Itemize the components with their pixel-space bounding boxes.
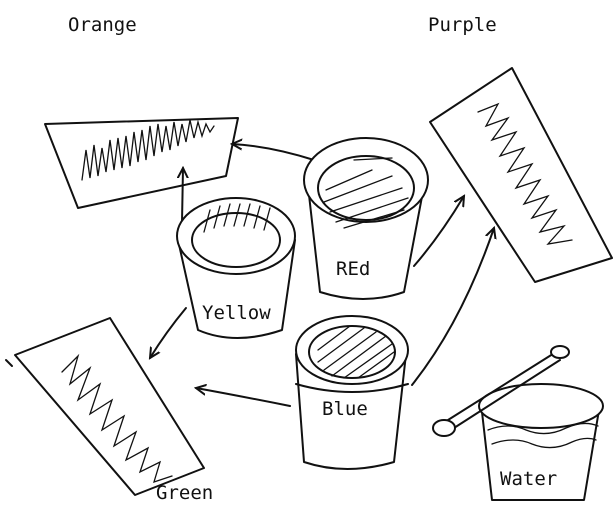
orange-label: Orange (68, 14, 137, 36)
green-tick-mark (6, 360, 12, 366)
red-label: REd (336, 258, 370, 280)
blue-label: Blue (322, 398, 368, 420)
green-paper (6, 318, 204, 495)
yellow-label: Yellow (202, 302, 271, 324)
arrow-red-to-orange (232, 144, 314, 160)
arrow-yellow-to-orange (182, 168, 183, 222)
arrow-red-to-purple (414, 196, 464, 266)
water-label: Water (500, 468, 557, 490)
green-label: Green (156, 482, 213, 504)
arrow-blue-to-purple (412, 228, 494, 385)
orange-paper (45, 118, 238, 208)
arrow-yellow-to-green (150, 308, 186, 358)
arrow-blue-to-green (196, 388, 290, 406)
blue-cup (296, 316, 408, 469)
purple-label: Purple (428, 14, 497, 36)
purple-paper (430, 68, 612, 282)
